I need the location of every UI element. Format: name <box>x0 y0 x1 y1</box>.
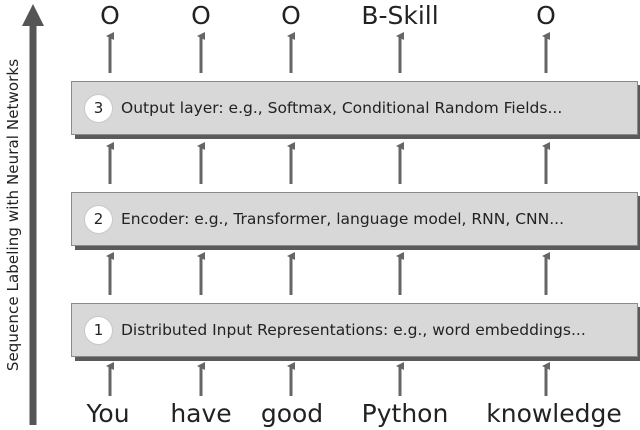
input-token-2: have <box>170 399 232 428</box>
layer-description: Output layer: e.g., Softmax, Conditional… <box>121 99 563 117</box>
layer-description: Encoder: e.g., Transformer, language mod… <box>121 210 565 228</box>
side-axis-arrow-head <box>22 4 44 26</box>
input-token-3: good <box>260 399 324 428</box>
layer-number-badge: 2 <box>84 204 113 234</box>
output-tag-1: O <box>100 1 120 30</box>
output-tag-4: B-Skill <box>361 1 439 30</box>
output-tag-3: O <box>281 1 301 30</box>
layer-input-representations: 1 Distributed Input Representations: e.g… <box>71 303 638 357</box>
layer-encoder: 2 Encoder: e.g., Transformer, language m… <box>71 192 638 246</box>
input-token-5: knowledge <box>486 399 622 428</box>
input-token-1: You <box>86 399 130 428</box>
layer-output: 3 Output layer: e.g., Softmax, Condition… <box>71 81 638 135</box>
layer-description: Distributed Input Representations: e.g.,… <box>121 321 586 339</box>
output-tag-5: O <box>536 1 556 30</box>
layer-number-badge: 3 <box>84 93 113 123</box>
output-tag-2: O <box>191 1 211 30</box>
input-token-4: Python <box>361 399 449 428</box>
side-axis-label: Sequence Labeling with Neural Networks <box>4 58 22 372</box>
layer-number-badge: 1 <box>84 315 113 345</box>
